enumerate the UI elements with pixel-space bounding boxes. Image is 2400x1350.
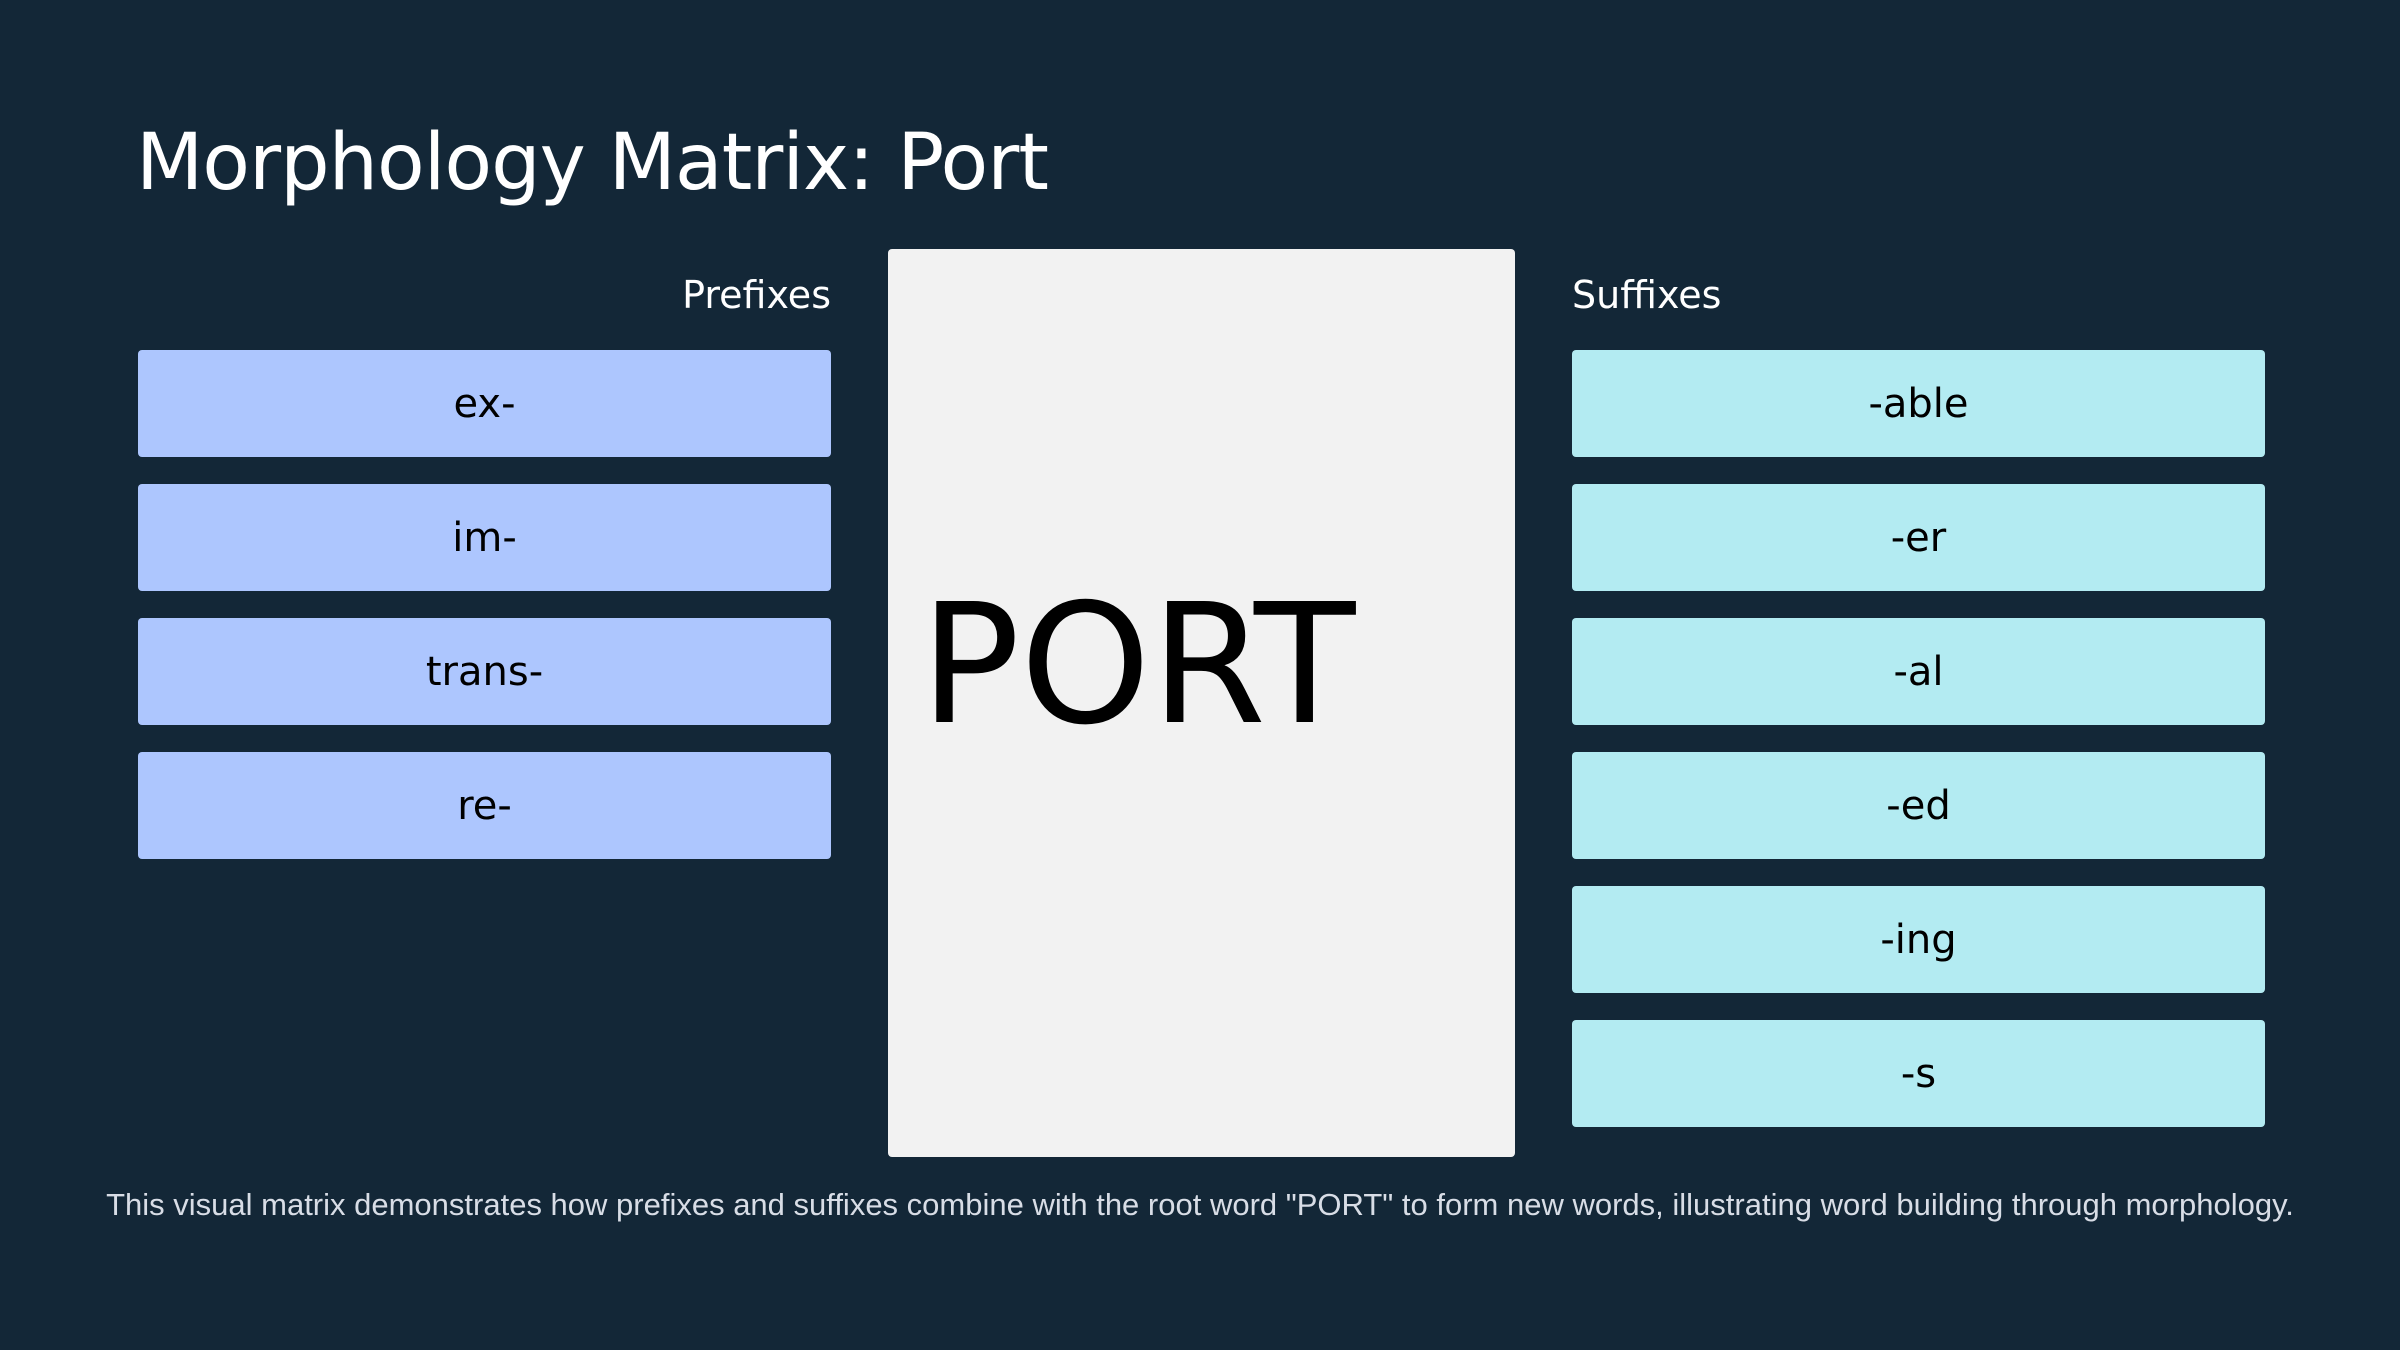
- suffix-list: -able -er -al -ed -ing -s: [1572, 350, 2265, 1154]
- suffix-item: -able: [1572, 350, 2265, 457]
- prefixes-heading: Prefixes: [682, 273, 831, 317]
- suffix-item: -er: [1572, 484, 2265, 591]
- prefix-item: im-: [138, 484, 831, 591]
- root-word: PORT: [920, 568, 1356, 762]
- suffix-item: -ing: [1572, 886, 2265, 993]
- suffixes-heading: Suffixes: [1572, 273, 1722, 317]
- root-word-card: PORT: [888, 249, 1515, 1157]
- prefix-list: ex- im- trans- re-: [138, 350, 831, 886]
- footer-caption: This visual matrix demonstrates how pref…: [106, 1187, 2294, 1222]
- page-title: Morphology Matrix: Port: [136, 118, 1049, 208]
- prefix-item: trans-: [138, 618, 831, 725]
- suffix-item: -s: [1572, 1020, 2265, 1127]
- prefix-item: ex-: [138, 350, 831, 457]
- suffix-item: -ed: [1572, 752, 2265, 859]
- prefix-item: re-: [138, 752, 831, 859]
- suffix-item: -al: [1572, 618, 2265, 725]
